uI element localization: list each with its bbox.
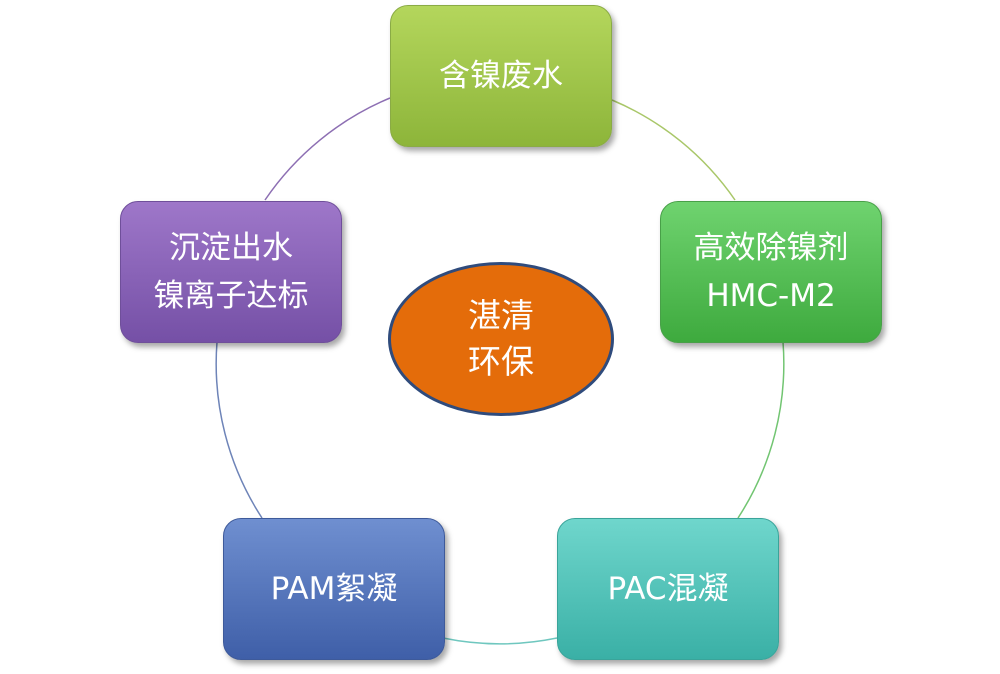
- connector-2-3: [737, 341, 785, 519]
- step-sedimentation-output: 沉淀出水 镍离子达标: [120, 201, 342, 343]
- center-label: 湛清: [468, 296, 534, 335]
- step-nickel-wastewater: 含镍废水: [390, 5, 612, 147]
- step-label: 沉淀出水: [169, 230, 293, 266]
- connector-5-1: [264, 97, 391, 201]
- center-label: 环保: [468, 342, 534, 381]
- connector-1-2: [611, 99, 736, 201]
- step-label: 镍离子达标: [153, 278, 309, 314]
- step-pac-coagulation: PAC混凝: [557, 518, 779, 660]
- step-label: HMC-M2: [706, 278, 836, 314]
- step-label: PAM絮凝: [270, 571, 398, 607]
- center-brand-ellipse: 湛清 环保: [388, 262, 614, 416]
- step-pam-flocculation: PAM絮凝: [223, 518, 445, 660]
- step-label: 含镍废水: [439, 58, 563, 94]
- connector-4-5: [215, 341, 263, 519]
- step-label: PAC混凝: [607, 571, 729, 607]
- step-label: 高效除镍剂: [693, 230, 849, 266]
- step-nickel-remover: 高效除镍剂 HMC-M2: [660, 201, 882, 343]
- connector-3-4: [442, 637, 558, 645]
